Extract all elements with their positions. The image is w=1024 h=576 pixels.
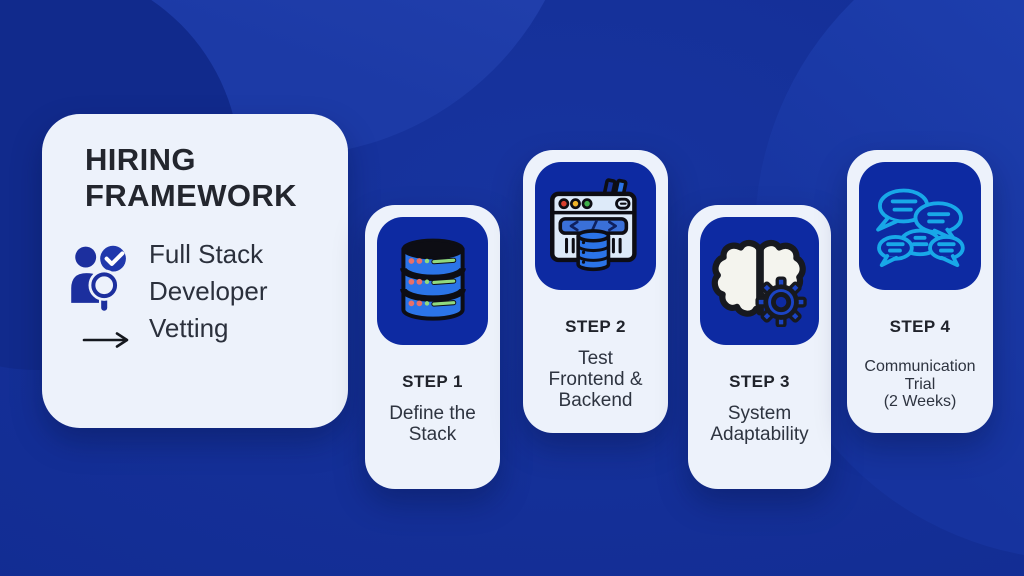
step-3-label: STEP 3 [729,372,790,391]
step-2-label: STEP 2 [565,317,626,336]
intro-subtitle: Full Stack Developer Vetting [149,239,268,343]
step-1-title: Define the Stack [389,403,476,445]
page-title-line1: HIRING [85,142,196,177]
brain-gear-icon [711,240,807,327]
step-3-title: System Adaptability [710,403,809,445]
step-card-1: STEP 1 Define the Stack [365,205,500,489]
step-3-icon-tile [700,217,819,345]
step-card-2: STEP 2 Test Frontend & Backend [523,150,668,433]
database-stack-icon [399,238,466,321]
arrow-right-icon [82,331,130,349]
browser-database-icon [549,178,637,272]
step-4-icon-tile [859,162,981,290]
step-4-label: STEP 4 [889,317,951,336]
person-search-icon [68,238,142,326]
page-title-line2: FRAMEWORK [85,178,297,213]
step-2-title: Test Frontend & Backend [548,348,643,411]
intro-card: HIRING FRAMEWORK Full Stack Dev [42,114,348,428]
step-2-icon-tile [535,162,656,290]
step-card-4: STEP 4 Communication Trial (2 Weeks) [847,150,993,433]
step-1-label: STEP 1 [402,372,463,391]
chat-bubbles-icon [876,188,965,268]
step-4-title: Communication Trial (2 Weeks) [864,358,976,410]
step-1-icon-tile [377,217,488,345]
step-card-3: STEP 3 System Adaptability [688,205,831,489]
page-title: HIRING FRAMEWORK [85,142,297,214]
